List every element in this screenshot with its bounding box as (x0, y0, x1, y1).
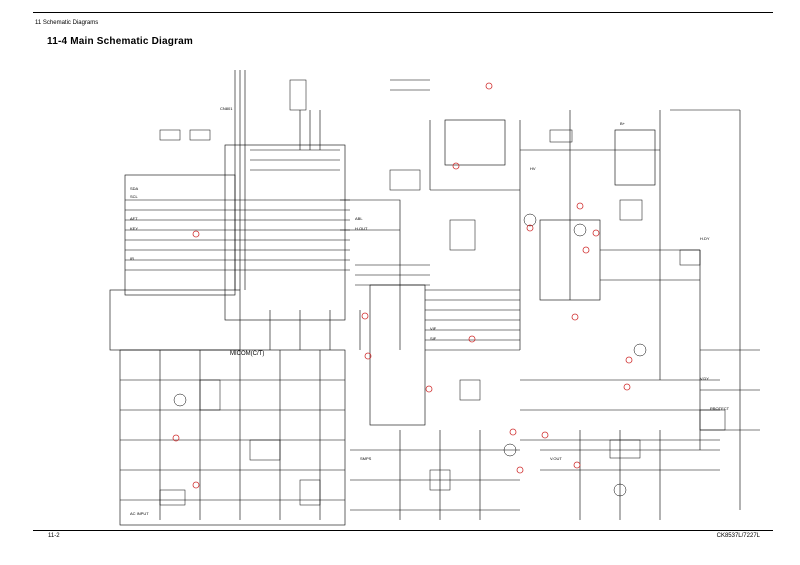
svg-text:SIF: SIF (430, 336, 437, 341)
svg-text:ABL: ABL (355, 216, 363, 221)
red-markers (172, 82, 633, 489)
svg-text:AFT: AFT (130, 216, 138, 221)
micom-frame (224, 144, 346, 321)
micom-block-label: MICOM(C/T) (230, 351, 264, 357)
footer-rule (33, 530, 773, 531)
power-supply-frame (119, 349, 346, 526)
micom-lower-frame (109, 289, 241, 351)
svg-text:B+: B+ (620, 121, 626, 126)
svg-text:PROTECT: PROTECT (710, 406, 730, 411)
page-title: 11-4 Main Schematic Diagram (47, 36, 194, 47)
svg-text:IR: IR (130, 256, 134, 261)
svg-text:H.DY: H.DY (700, 236, 710, 241)
header-rule (33, 12, 773, 13)
svg-text:SDA: SDA (130, 186, 139, 191)
page-number: 11-2 (48, 533, 60, 539)
svg-text:SCL: SCL (130, 194, 139, 199)
svg-text:H.OUT: H.OUT (355, 226, 368, 231)
tuner-ic-block (369, 284, 426, 426)
output-transformer-block (614, 129, 656, 186)
flyback-block (444, 119, 506, 166)
svg-text:V.OUT: V.OUT (550, 456, 562, 461)
svg-text:VIF: VIF (430, 326, 437, 331)
components (159, 79, 726, 506)
wiring (109, 70, 760, 526)
svg-text:KEY: KEY (130, 226, 138, 231)
svg-text:AC INPUT: AC INPUT (130, 511, 149, 516)
svg-text:HV: HV (530, 166, 536, 171)
svg-text:SMPS: SMPS (360, 456, 372, 461)
section-label: 11 Schematic Diagrams (35, 20, 99, 26)
model-number: CK8537L/7227L (716, 533, 760, 539)
svg-text:V.DY: V.DY (700, 376, 709, 381)
svg-text:CN801: CN801 (220, 106, 233, 111)
micom-ic-block (124, 174, 236, 296)
